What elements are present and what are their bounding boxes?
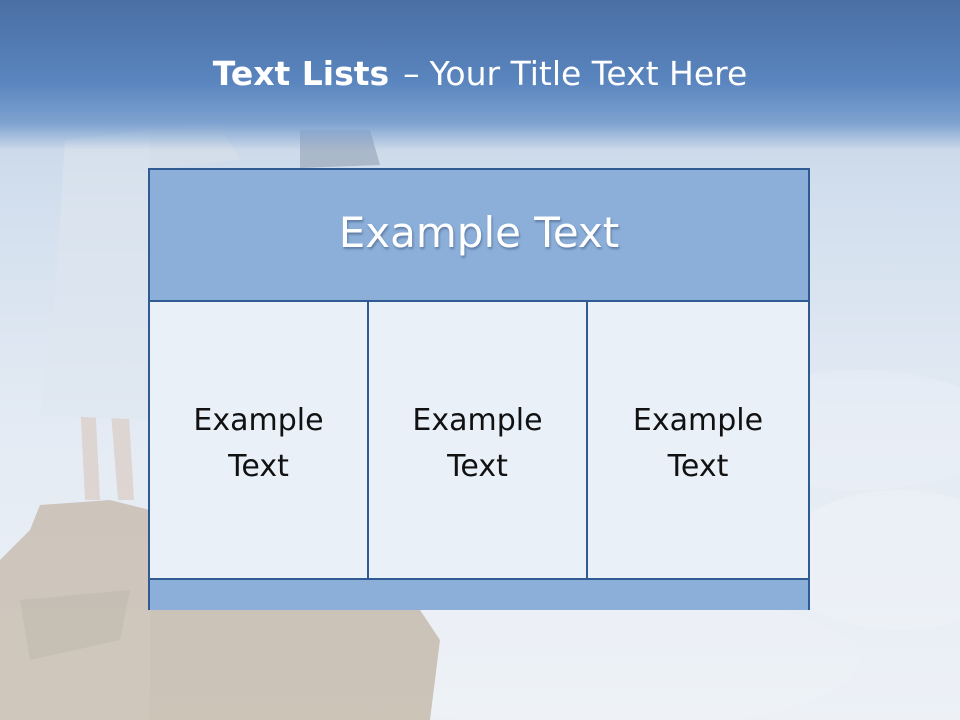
title-band: [0, 0, 960, 150]
cell-text: Example Text: [369, 398, 586, 490]
cell-text: Example Text: [588, 398, 808, 490]
cell-line-1: Example: [412, 403, 543, 438]
table-header-text: Example Text: [338, 208, 620, 257]
cell-line-1: Example: [632, 403, 764, 438]
cell-text: Example Text: [150, 398, 367, 490]
cell-line-2: Text: [667, 449, 729, 484]
slide-title: Text Lists–Your Title Text Here: [0, 52, 960, 96]
text-list-table: Example Text Example Text Example Text E…: [148, 168, 810, 610]
cell-line-2: Text: [228, 449, 289, 484]
table-footer: [150, 578, 808, 610]
title-separator: –: [403, 54, 420, 93]
cell-line-1: Example: [193, 403, 324, 438]
table-cell-2: Example Text: [369, 302, 588, 578]
cell-line-2: Text: [447, 449, 508, 484]
table-header: Example Text: [150, 170, 808, 302]
title-subtitle: Your Title Text Here: [429, 54, 748, 93]
table-cell-3: Example Text: [588, 302, 808, 578]
table-cell-1: Example Text: [150, 302, 369, 578]
title-bold: Text Lists: [212, 54, 390, 93]
